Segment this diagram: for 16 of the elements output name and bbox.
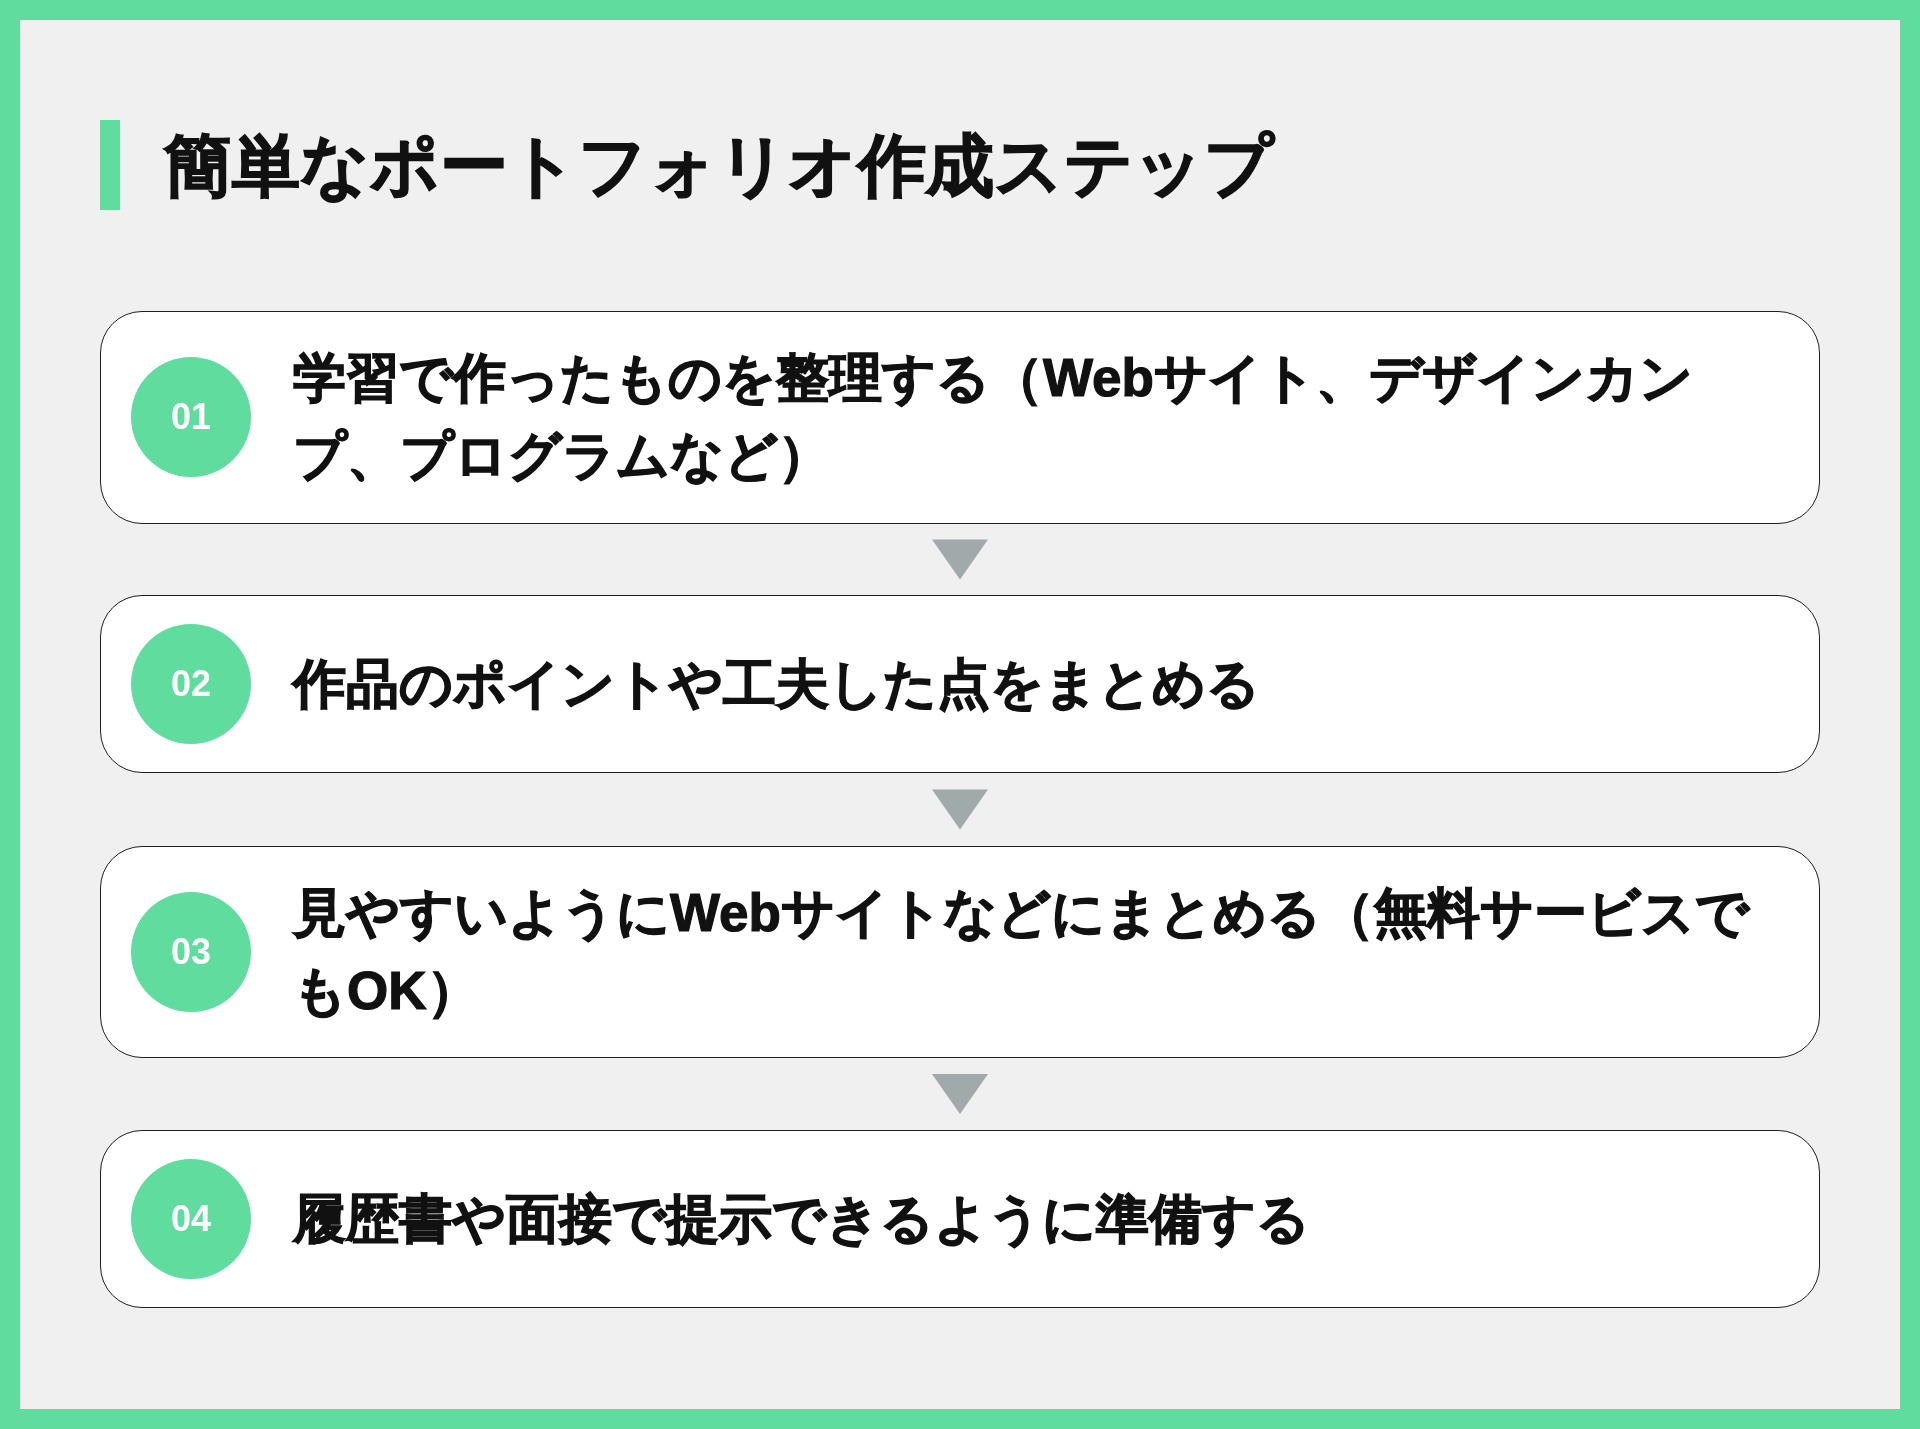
step-card bbox=[100, 846, 1820, 1058]
arrow bbox=[932, 1074, 988, 1114]
step-text: 学習で作ったものを整理する（Webサイト、デザインカンプ、プログラムなど） bbox=[293, 347, 1694, 487]
step-card bbox=[100, 595, 1820, 773]
step-number: 04 bbox=[131, 1158, 251, 1279]
step-card bbox=[100, 311, 1820, 524]
step-number: 03 bbox=[131, 891, 251, 1012]
arrow bbox=[932, 789, 988, 830]
step-text: 作品のポイントや工夫した点をまとめる bbox=[293, 652, 1261, 715]
arrow bbox=[932, 539, 988, 580]
step-number: 01 bbox=[131, 357, 251, 477]
step-text: 履歴書や面接で提示できるように準備する bbox=[293, 1187, 1311, 1250]
step-number: 02 bbox=[131, 623, 251, 744]
step-card bbox=[100, 1130, 1820, 1308]
title: 簡単なポートフォリオ作成ステップ bbox=[164, 126, 1274, 205]
step-text: 見やすいようにWebサイトなどにまとめる（無料サービスでもOK） bbox=[293, 881, 1751, 1022]
